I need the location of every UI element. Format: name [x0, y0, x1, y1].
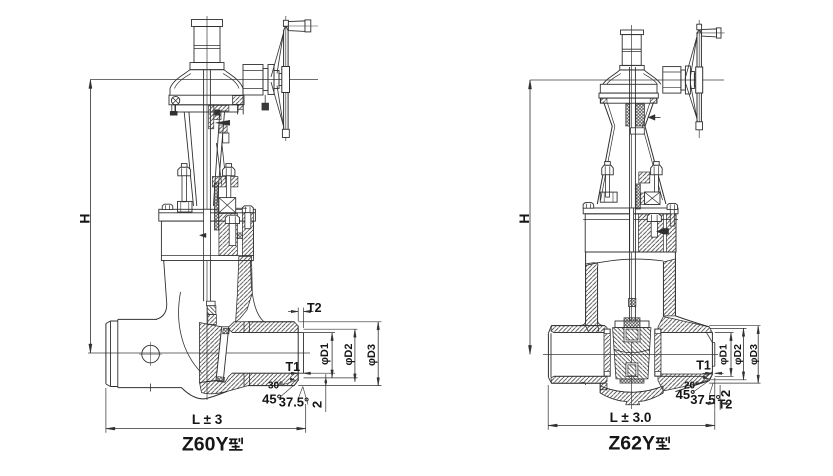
svg-text:L ± 3.0: L ± 3.0: [610, 410, 652, 425]
svg-text:φD1: φD1: [319, 343, 331, 365]
svg-text:φD1: φD1: [718, 344, 730, 365]
svg-text:30°: 30°: [268, 381, 283, 392]
svg-text:T2: T2: [307, 301, 322, 315]
svg-text:20°: 20°: [684, 380, 699, 391]
svg-text:2: 2: [310, 401, 325, 408]
svg-text:45°: 45°: [262, 391, 282, 406]
svg-text:T1: T1: [696, 359, 711, 373]
svg-text:H: H: [77, 214, 93, 224]
svg-text:L ± 3: L ± 3: [192, 412, 223, 427]
svg-text:2: 2: [718, 390, 733, 397]
svg-text:φD2: φD2: [343, 344, 355, 366]
svg-text:φD3: φD3: [366, 344, 378, 366]
svg-text:φD2: φD2: [732, 344, 744, 365]
svg-text:37.5°: 37.5°: [279, 394, 310, 409]
svg-text:T1: T1: [286, 360, 301, 374]
svg-text:φD3: φD3: [748, 344, 760, 365]
svg-text:Z62Y: Z62Y: [608, 433, 655, 455]
svg-text:Z60Y: Z60Y: [182, 434, 229, 456]
svg-text:45°: 45°: [676, 387, 696, 402]
svg-text:37.5°: 37.5°: [690, 392, 721, 407]
svg-text:H: H: [516, 214, 532, 224]
